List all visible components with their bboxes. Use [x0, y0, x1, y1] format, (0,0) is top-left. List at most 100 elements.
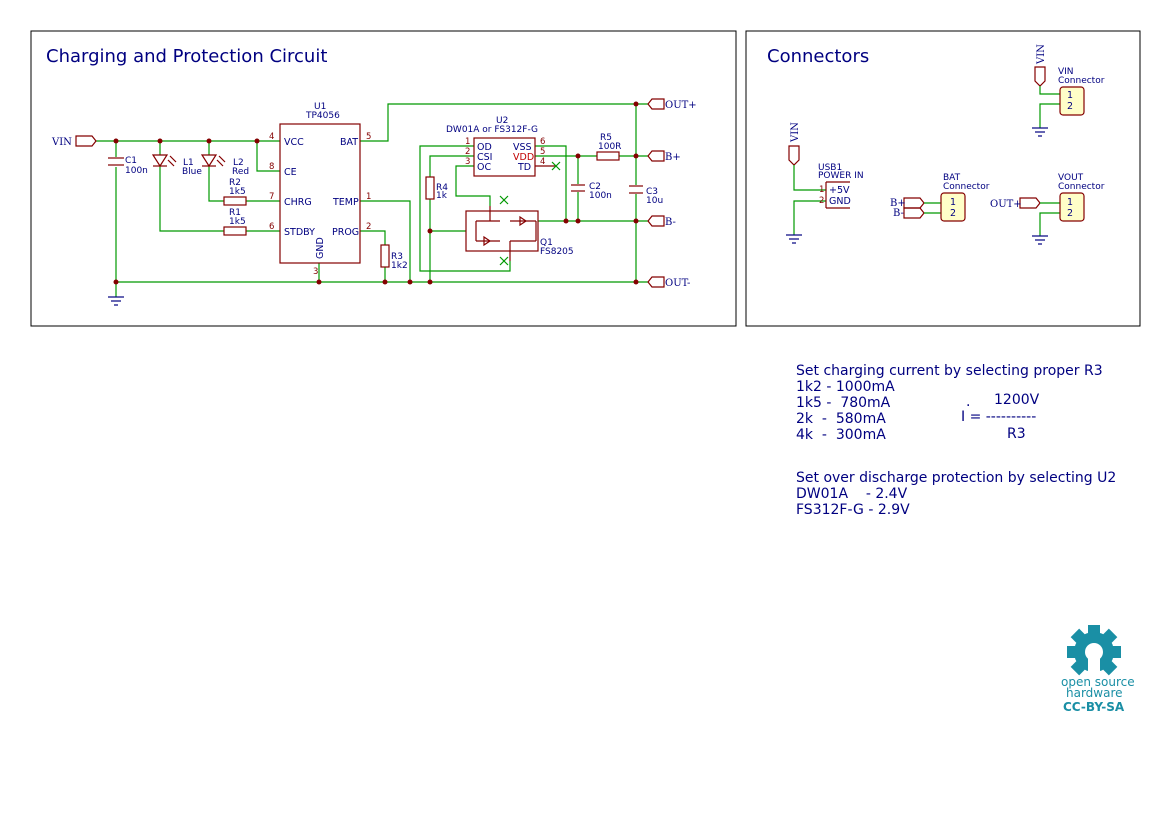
discharge-note-title: Set over discharge protection by selecti… [796, 470, 1116, 486]
c1-ref: C1 [125, 156, 137, 166]
bat-value: Connector [943, 182, 990, 192]
charging-note-row-2: 1k5 - 780mA [796, 395, 891, 411]
vin-conn-net-label: VIN [1036, 44, 1047, 65]
vout-conn-pin-2: 2 [1067, 208, 1073, 219]
u2-pin-td: TD [517, 162, 531, 173]
vin-conn-pin-1: 1 [1067, 90, 1073, 101]
l2-ref: L2 [233, 158, 244, 168]
charging-section-title: Charging and Protection Circuit [46, 46, 327, 67]
capacitor-c3: C3 10u [629, 185, 663, 206]
u1-pinnum-stdby: 6 [269, 222, 274, 232]
capacitor-c2: C2 100n [571, 182, 612, 201]
net-out-minus-label: OUT- [665, 278, 690, 289]
logo-line-1: open source [1061, 675, 1135, 689]
vout-conn-value: Connector [1058, 182, 1105, 192]
u2-pinnum-vdd: 5 [540, 147, 545, 157]
r3-ref: R3 [391, 252, 403, 262]
u2-pin-od: OD [477, 142, 492, 153]
bat-ref: BAT [943, 173, 961, 183]
usb1-pinnum-2: 2 [819, 196, 824, 206]
c3-value: 10u [646, 196, 663, 206]
vout-connector: OUT+ 1 2 VOUT Connector [990, 173, 1105, 245]
vin-conn-ref: VIN [1058, 67, 1074, 77]
connectors-frame [745, 30, 1141, 327]
logo-line-2: hardware [1066, 686, 1123, 700]
oshw-logo: open source hardware CC-BY-SA [1061, 625, 1135, 714]
c2-value: 100n [589, 191, 612, 201]
r2-ref: R2 [229, 178, 241, 188]
u1-pinnum-ce: 8 [269, 162, 274, 172]
resistor-r1: R1 1k5 [223, 208, 247, 236]
u2-pin-csi: CSI [477, 152, 492, 163]
l2-value: Red [232, 167, 249, 177]
u2-ref: U2 [496, 116, 508, 126]
u2-pin-vss: VSS [513, 142, 532, 153]
c1-value: 100n [125, 166, 148, 176]
u1-pin-bat: BAT [340, 137, 358, 148]
connectors-section-title: Connectors [767, 46, 869, 67]
q1-value: FS8205 [540, 247, 574, 257]
u1-tp4056: U1 TP4056 VCC CE CHRG STDBY BAT TEMP PRO… [269, 102, 371, 277]
ground-icon [108, 296, 124, 306]
u1-pinnum-bat: 5 [366, 132, 371, 142]
u1-pin-chrg: CHRG [284, 197, 312, 208]
u2-pin-vdd: VDD [513, 152, 534, 163]
usb1-pin-5v: +5V [829, 185, 850, 196]
u1-pin-ce: CE [284, 167, 297, 178]
formula-denominator: R3 [1007, 426, 1026, 442]
usb1-pin-gnd: GND [829, 196, 851, 207]
c3-ref: C3 [646, 187, 658, 197]
net-out-minus: OUT- [647, 276, 690, 289]
discharge-note-row-2: FS312F-G - 2.9V [796, 502, 910, 518]
u1-pinnum-gnd: 3 [313, 267, 318, 277]
r5-ref: R5 [600, 133, 612, 143]
r4-value: 1k [436, 191, 448, 201]
u1-pinnum-prog: 2 [366, 222, 371, 232]
bat-pin-2: 2 [950, 208, 956, 219]
u1-ref: U1 [314, 102, 326, 112]
vin-connector: VIN 1 2 VIN Connector [1032, 44, 1105, 137]
usb1-vin-label: VIN [790, 122, 801, 143]
u1-pinnum-vcc: 4 [269, 132, 274, 142]
capacitor-c1: C1 100n [108, 156, 148, 176]
formula-dot: . [966, 394, 970, 410]
bat-pin-1: 1 [950, 197, 956, 208]
u2-pinnum-csi: 2 [465, 147, 470, 157]
u1-pin-gnd: GND [315, 237, 326, 259]
r3-value: 1k2 [391, 261, 408, 271]
mosfet-q1: Q1 FS8205 [465, 195, 574, 266]
net-b-minus: B- [647, 215, 676, 228]
wires [96, 103, 648, 297]
u2-pinnum-td: 4 [540, 157, 545, 167]
r4-ref: R4 [436, 183, 448, 193]
charging-note-row-4: 4k - 300mA [796, 427, 886, 443]
net-b-minus-label: B- [665, 217, 676, 228]
u2-value: DW01A or FS312F-G [446, 125, 538, 135]
usb1-ref: USB1 [818, 163, 842, 173]
discharge-notes: Set over discharge protection by selecti… [796, 470, 1116, 518]
led-l2: L2 Red [200, 154, 249, 177]
r1-value: 1k5 [229, 217, 246, 227]
net-out-plus: OUT+ [647, 98, 697, 111]
u1-value: TP4056 [305, 111, 340, 121]
r2-value: 1k5 [229, 187, 246, 197]
resistor-r3: R3 1k2 [380, 244, 408, 271]
u1-pinnum-temp: 1 [366, 192, 371, 202]
net-b-plus: B+ [647, 150, 681, 163]
u1-pin-stdby: STDBY [284, 227, 315, 238]
vin-conn-value: Connector [1058, 76, 1105, 86]
logo-line-3: CC-BY-SA [1063, 700, 1125, 714]
c2-ref: C2 [589, 182, 601, 192]
bat-b-minus-label: B- [893, 208, 904, 219]
vin-conn-pin-2: 2 [1067, 101, 1073, 112]
u1-pin-vcc: VCC [284, 137, 304, 148]
net-b-plus-label: B+ [665, 152, 681, 163]
discharge-note-row-1: DW01A - 2.4V [796, 486, 908, 502]
junctions [113, 101, 639, 285]
charging-note-title: Set charging current by selecting proper… [796, 363, 1103, 379]
vout-conn-ref: VOUT [1058, 173, 1084, 183]
l1-value: Blue [182, 167, 202, 177]
net-vin-label: VIN [51, 137, 72, 148]
r5-value: 100R [598, 142, 621, 152]
